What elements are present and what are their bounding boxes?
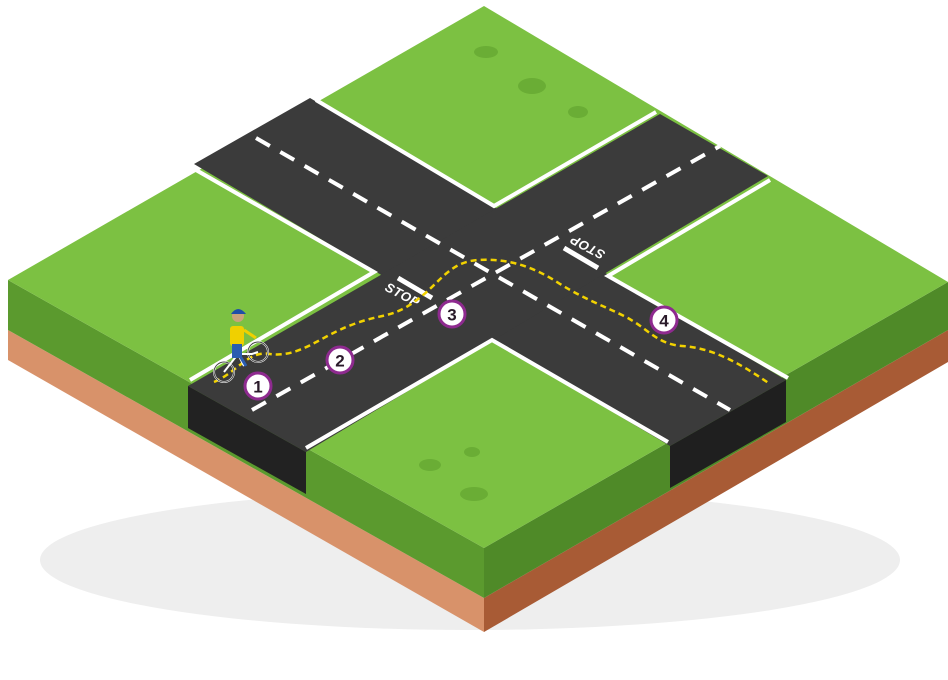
svg-text:1: 1 <box>253 378 262 397</box>
svg-text:2: 2 <box>335 352 344 371</box>
step-marker-1: 1 <box>245 373 271 399</box>
svg-text:3: 3 <box>447 306 456 325</box>
step-marker-4: 4 <box>651 307 677 333</box>
step-marker-3: 3 <box>439 301 465 327</box>
step-marker-2: 2 <box>327 347 353 373</box>
svg-text:4: 4 <box>659 312 669 331</box>
